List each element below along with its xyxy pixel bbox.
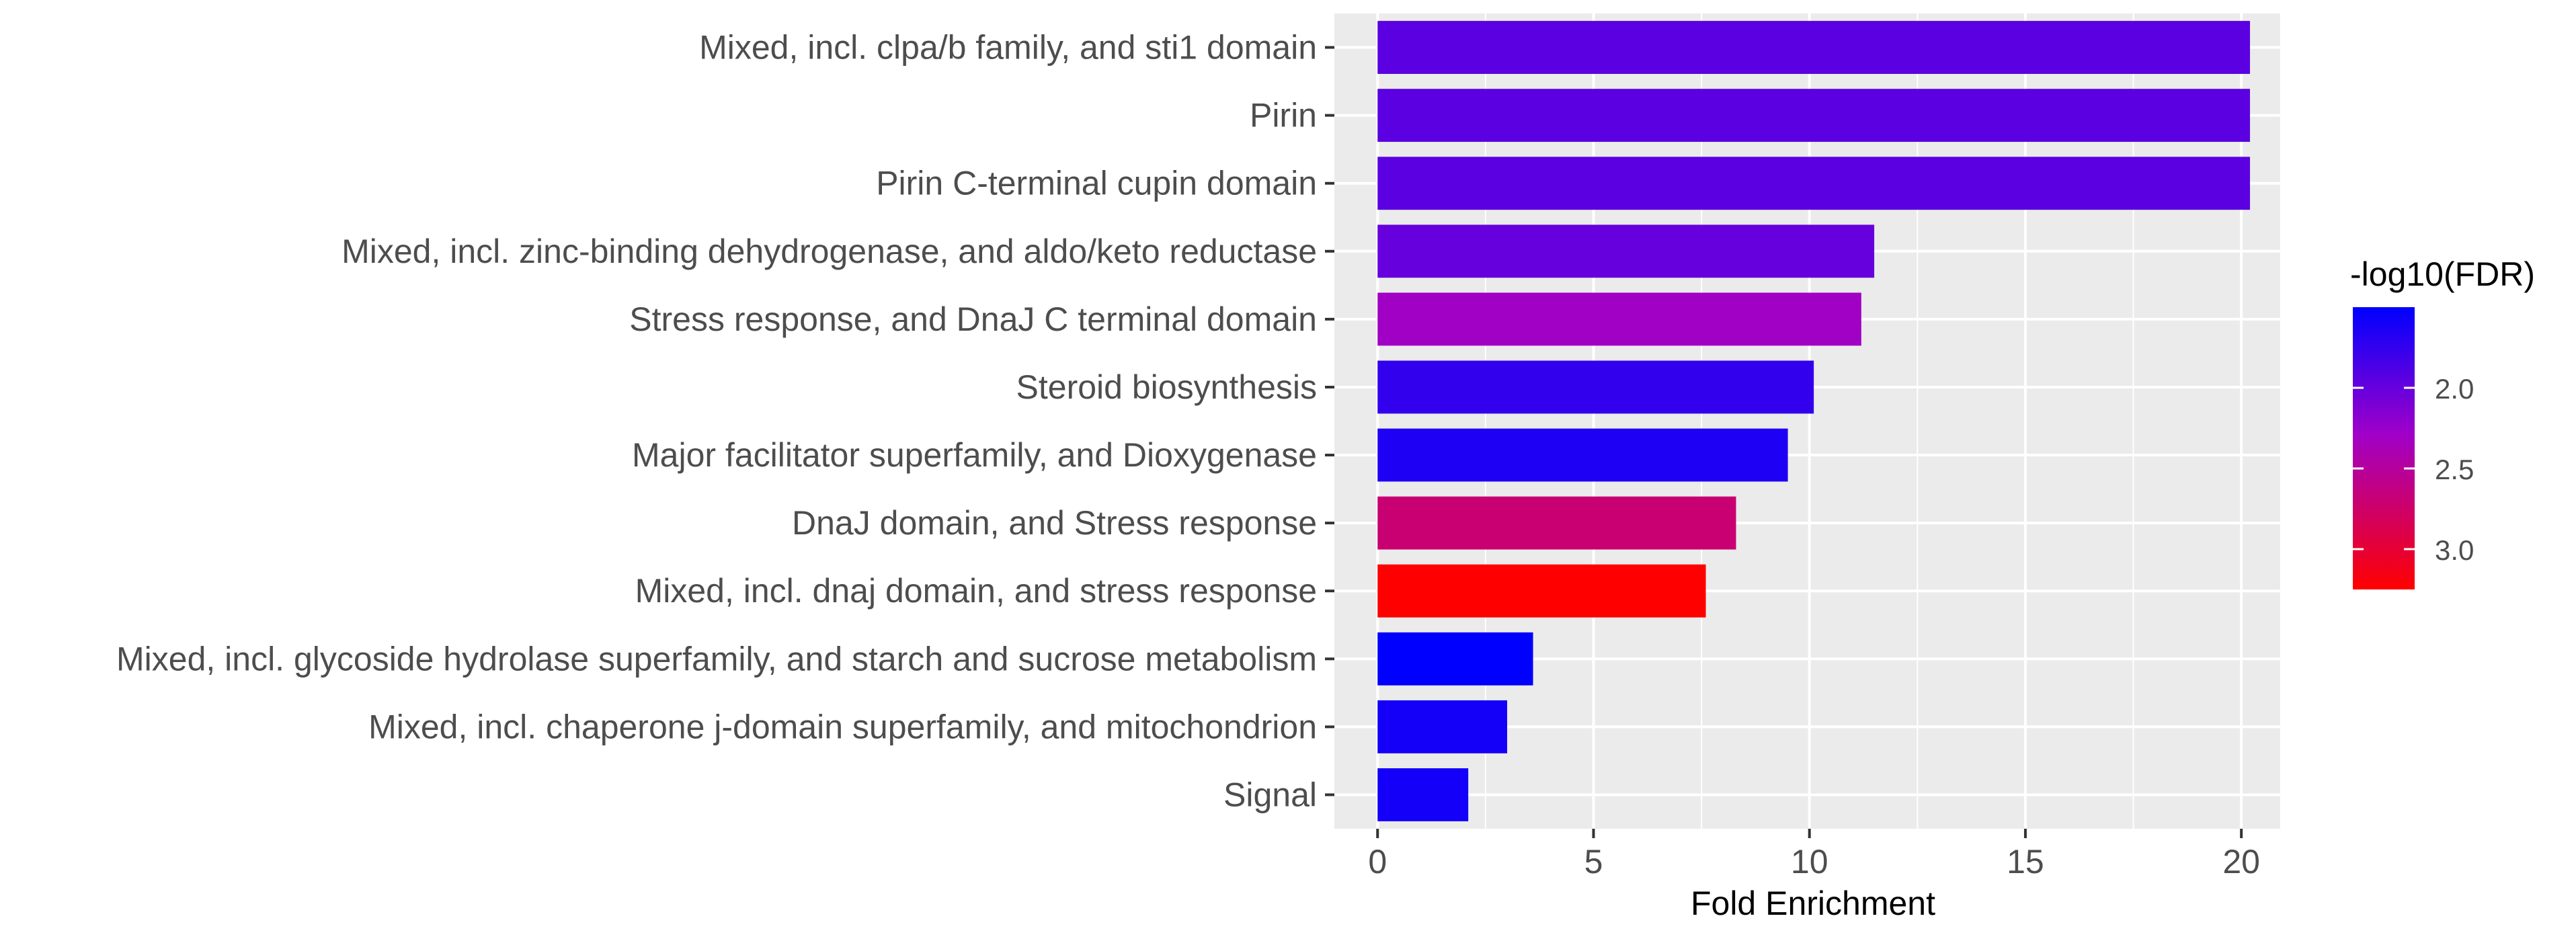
bar (1377, 224, 1875, 278)
plot-panel (1334, 13, 2280, 829)
bar (1377, 360, 1814, 414)
bar (1377, 768, 1469, 821)
y-tick-label: DnaJ domain, and Stress response (792, 504, 1317, 542)
x-tick-label: 10 (1791, 843, 1828, 880)
legend-tick-label: 3.0 (2435, 534, 2474, 566)
y-axis: Mixed, incl. clpa/b family, and sti1 dom… (116, 29, 1334, 813)
x-tick-label: 5 (1584, 843, 1603, 880)
bar (1377, 700, 1507, 753)
y-tick-label: Mixed, incl. chaperone j-domain superfam… (368, 708, 1317, 745)
y-tick-label: Stress response, and DnaJ C terminal dom… (629, 300, 1317, 338)
legend: -log10(FDR) 2.0 2.5 3.0 (2350, 255, 2535, 589)
bar (1377, 21, 2251, 74)
x-tick-label: 20 (2222, 843, 2260, 880)
legend-colorbar (2353, 307, 2415, 589)
legend-title: -log10(FDR) (2350, 255, 2535, 293)
bar (1377, 157, 2251, 210)
y-tick-label: Mixed, incl. clpa/b family, and sti1 dom… (699, 29, 1317, 67)
bar (1377, 428, 1788, 482)
y-tick-label: Major facilitator superfamily, and Dioxy… (632, 436, 1317, 474)
bar (1377, 292, 1861, 346)
x-axis-title: Fold Enrichment (1691, 885, 1935, 922)
y-tick-label: Mixed, incl. zinc-binding dehydrogenase,… (341, 233, 1317, 270)
legend-ticks: 2.0 2.5 3.0 (2353, 373, 2474, 566)
y-tick-label: Pirin C-terminal cupin domain (876, 165, 1317, 202)
y-tick-label: Signal (1223, 776, 1317, 813)
y-tick-label: Steroid biosynthesis (1016, 368, 1317, 406)
legend-tick-label: 2.0 (2435, 373, 2474, 405)
bars (1377, 21, 2251, 821)
x-tick-label: 15 (2007, 843, 2044, 880)
y-tick-label: Pirin (1250, 97, 1317, 134)
plot-panel-background (1334, 13, 2280, 829)
bar (1377, 564, 1706, 618)
y-tick-label: Mixed, incl. dnaj domain, and stress res… (635, 572, 1317, 610)
legend-tick-label: 2.5 (2435, 454, 2474, 485)
bar (1377, 632, 1533, 686)
x-axis: 0 5 10 15 20 (1368, 829, 2260, 880)
bar (1377, 89, 2251, 142)
y-tick-label: Mixed, incl. glycoside hydrolase superfa… (116, 640, 1317, 678)
bar (1377, 496, 1736, 550)
x-tick-label: 0 (1368, 843, 1387, 880)
